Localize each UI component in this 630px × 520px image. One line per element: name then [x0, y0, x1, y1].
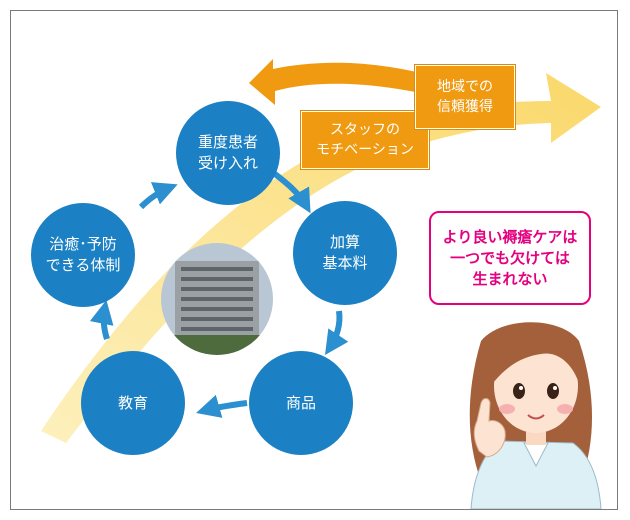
node-prevention: 治癒･予防 できる体制	[31, 203, 135, 307]
cycle-arrow-fee-to-product	[325, 310, 349, 355]
diagram-frame: 重度患者 受け入れ 加算 基本料 商品 教育 治癒･予防 できる体制 スタッフの…	[10, 10, 618, 510]
callout-message: より良い褥瘡ケアは 一つでも欠けては 生まれない	[429, 211, 591, 305]
node-product: 商品	[249, 351, 353, 455]
cycle-arrow-product-to-education	[196, 394, 248, 418]
node-fee: 加算 基本料	[293, 201, 397, 305]
hospital-building-photo	[161, 243, 273, 355]
cycle-arrow-prevention-to-intake	[138, 182, 178, 210]
cycle-arrow-education-to-prevention	[89, 299, 114, 340]
nurse-illustration	[469, 322, 602, 509]
node-education: 教育	[81, 351, 185, 455]
diagram-artwork	[41, 59, 602, 509]
growth-arrow	[41, 73, 601, 443]
outcome-community-trust: 地域での 信頼獲得	[415, 65, 515, 129]
node-intake: 重度患者 受け入れ	[176, 101, 280, 205]
outcome-staff-motivation: スタッフの モチベーション	[301, 111, 429, 169]
return-arrow	[249, 59, 421, 105]
